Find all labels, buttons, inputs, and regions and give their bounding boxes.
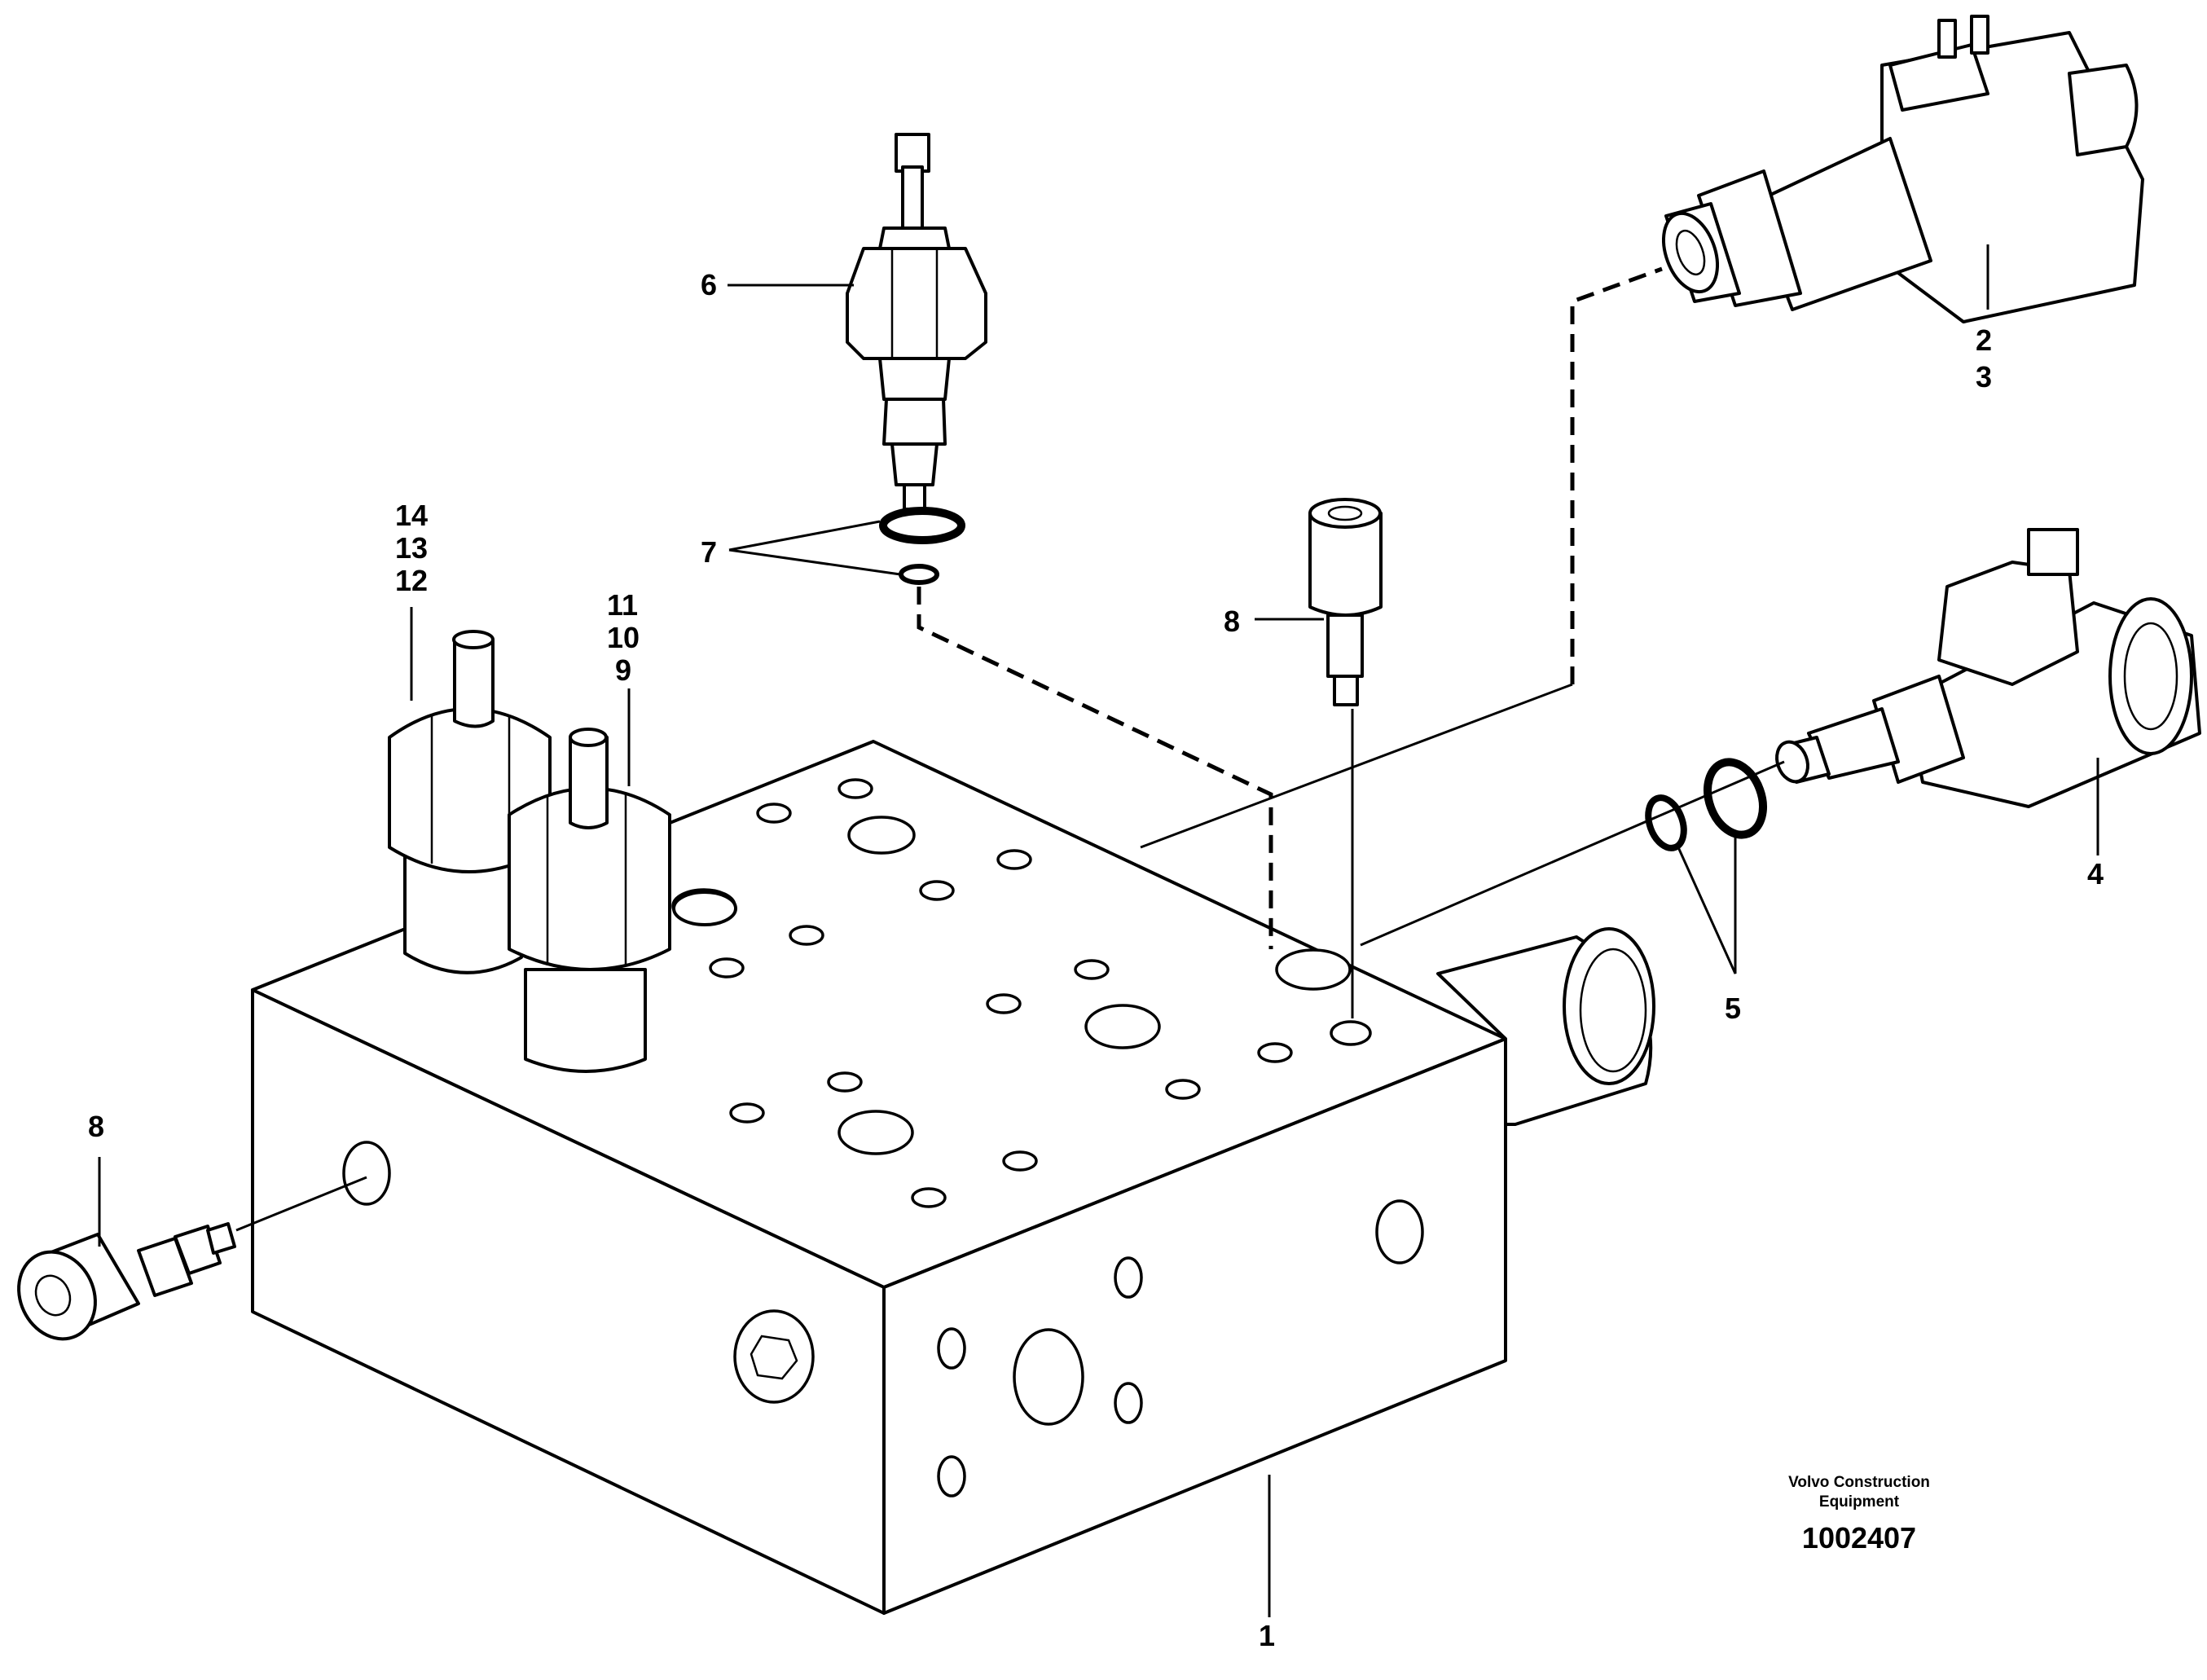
plug-upper bbox=[1308, 498, 1383, 706]
callout-7: 7 bbox=[701, 535, 717, 569]
relief-valve bbox=[846, 133, 987, 511]
o-rings-7 bbox=[879, 507, 965, 585]
callout-13: 13 bbox=[395, 531, 428, 565]
pressure-sensor-small bbox=[508, 728, 737, 1073]
callouts: 1 2 3 4 5 6 7 8 8 9 10 11 12 13 14 bbox=[88, 268, 2104, 1652]
leader-lines bbox=[98, 244, 2099, 1617]
solenoid-valve-4 bbox=[1775, 528, 2201, 808]
callout-11: 11 bbox=[607, 588, 638, 622]
callout-14: 14 bbox=[395, 499, 428, 532]
callout-5: 5 bbox=[1725, 992, 1741, 1025]
pressure-sensor-large bbox=[388, 630, 552, 974]
callout-4: 4 bbox=[2087, 857, 2104, 891]
callout-8-upper: 8 bbox=[1224, 605, 1240, 638]
callout-9: 9 bbox=[615, 653, 631, 687]
callout-2: 2 bbox=[1976, 323, 1992, 357]
solenoid-valve-2-3 bbox=[1662, 15, 2144, 323]
credit-line-2: Equipment bbox=[1819, 1493, 1900, 1511]
document-number: 1002407 bbox=[1802, 1521, 1916, 1555]
callout-1: 1 bbox=[1259, 1619, 1275, 1652]
callout-3: 3 bbox=[1976, 360, 1992, 394]
rear-cartridge bbox=[1436, 927, 1655, 1126]
o-rings-5 bbox=[1645, 758, 1767, 851]
callout-8-lower: 8 bbox=[88, 1110, 104, 1143]
assembly-lines bbox=[235, 266, 1785, 1232]
drawing-credit: Volvo Construction Equipment 1002407 bbox=[1788, 1474, 1930, 1555]
callout-10: 10 bbox=[607, 621, 640, 654]
callout-6: 6 bbox=[701, 268, 717, 301]
plug-lower bbox=[17, 1222, 236, 1341]
credit-line-1: Volvo Construction bbox=[1788, 1474, 1930, 1491]
callout-12: 12 bbox=[395, 564, 428, 597]
